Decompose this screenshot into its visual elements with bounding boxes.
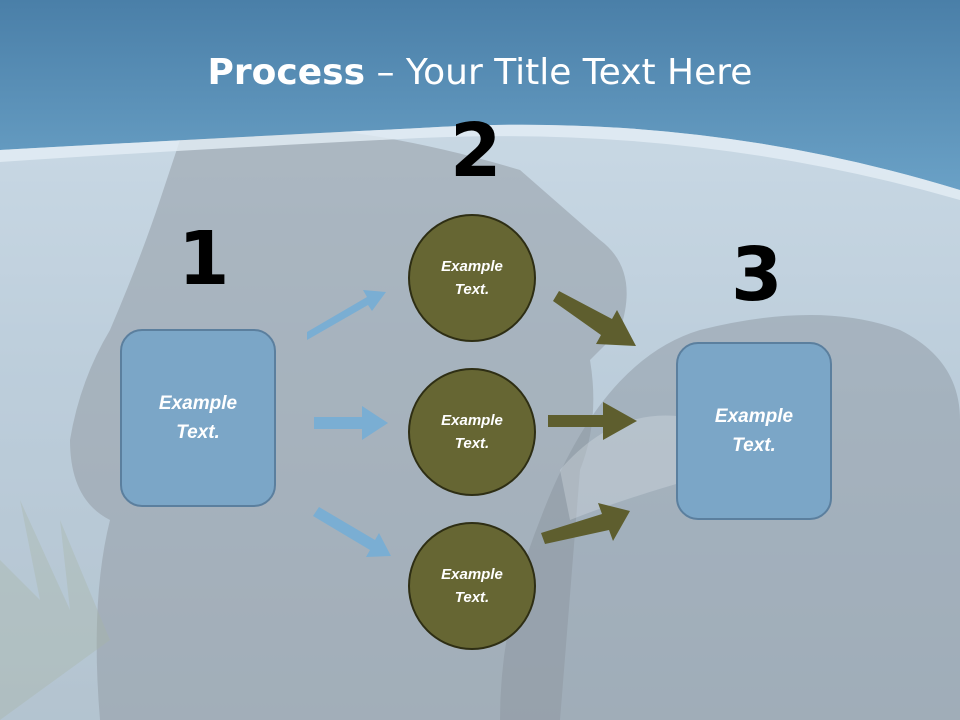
right-box-line2: Text. — [732, 435, 776, 456]
left-box-line1: Example — [158, 393, 238, 414]
circle-middle-line2: Text. — [454, 435, 490, 452]
grass — [0, 500, 110, 720]
left-box[interactable]: Example Text. — [120, 329, 276, 507]
circle-bottom-line2: Text. — [454, 589, 490, 606]
title-rest: – Your Title Text Here — [365, 52, 753, 93]
circle-bottom-line1: Example — [441, 566, 503, 583]
circle-bottom[interactable]: Example Text. — [408, 522, 536, 650]
circle-top-line1: Example — [441, 258, 503, 275]
circle-top[interactable]: Example Text. — [408, 214, 536, 342]
right-box[interactable]: Example Text. — [676, 342, 832, 520]
step-number-3: 3 — [731, 232, 783, 318]
right-box-line1: Example — [714, 406, 794, 427]
left-box-line2: Text. — [176, 422, 220, 443]
slide-title: Process – Your Title Text Here — [0, 52, 960, 93]
step-number-1: 1 — [178, 216, 230, 302]
circle-top-line2: Text. — [454, 281, 490, 298]
step-number-2: 2 — [450, 108, 502, 194]
circle-middle-line1: Example — [441, 412, 503, 429]
circle-middle[interactable]: Example Text. — [408, 368, 536, 496]
title-bold: Process — [207, 52, 366, 93]
header-band — [0, 0, 960, 190]
